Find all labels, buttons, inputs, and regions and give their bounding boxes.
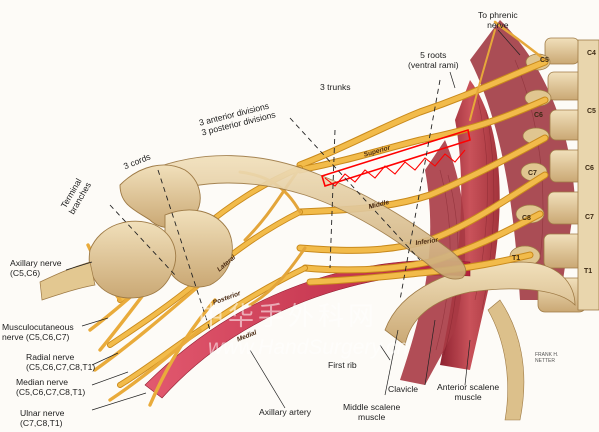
vertebra-label-c5-inner: C5 xyxy=(540,57,549,64)
label-axillary-nerve: Axillary nerve(C5,C6) xyxy=(10,258,62,278)
vertebra-label-c4-outer: C4 xyxy=(587,50,596,57)
vertebra-label-c5-outer: C5 xyxy=(587,108,596,115)
superior-trunk-highlight xyxy=(321,128,471,188)
scapula-glenoid xyxy=(164,209,233,288)
label-median-nerve: Median nerve(C5,C6,C7,C8,T1) xyxy=(16,377,86,397)
cervical-spine xyxy=(537,37,599,313)
label-three-trunks: 3 trunks xyxy=(320,82,351,92)
label-clavicle: Clavicle xyxy=(388,384,419,394)
label-five-roots: 5 roots(ventral rami) xyxy=(408,50,459,70)
label-ulnar-nerve: Ulnar nerve(C7,C8,T1) xyxy=(20,408,65,428)
label-radial-nerve: Radial nerve(C5,C6,C7,C8,T1) xyxy=(26,352,96,372)
vertebra-label-t1-inner: T1 xyxy=(512,255,521,262)
vertebra-label-t1-outer: T1 xyxy=(584,268,593,275)
watermark-url: www.HandSurgery.cn xyxy=(208,336,409,359)
vertebra-label-c8-inner: C8 xyxy=(522,215,531,222)
netter-signature: FRANK H.NETTER xyxy=(535,352,559,364)
vertebra-label-c6-outer: C6 xyxy=(585,165,594,172)
label-first-rib: First rib xyxy=(328,360,357,370)
cords-divider xyxy=(157,169,211,331)
neck-muscle-posterior xyxy=(470,20,575,300)
humerus xyxy=(88,220,176,299)
vertebra-label-c7-inner: C7 xyxy=(528,170,537,177)
label-axillary-artery: Axillary artery xyxy=(259,407,312,417)
terminal-divider xyxy=(109,204,176,276)
vertebra-label-c6-inner: C6 xyxy=(534,112,543,119)
vertebra-label-c7-outer: C7 xyxy=(585,214,594,221)
roots-divider xyxy=(399,79,441,301)
watermark-chinese: 中华手外科网 xyxy=(198,301,379,331)
